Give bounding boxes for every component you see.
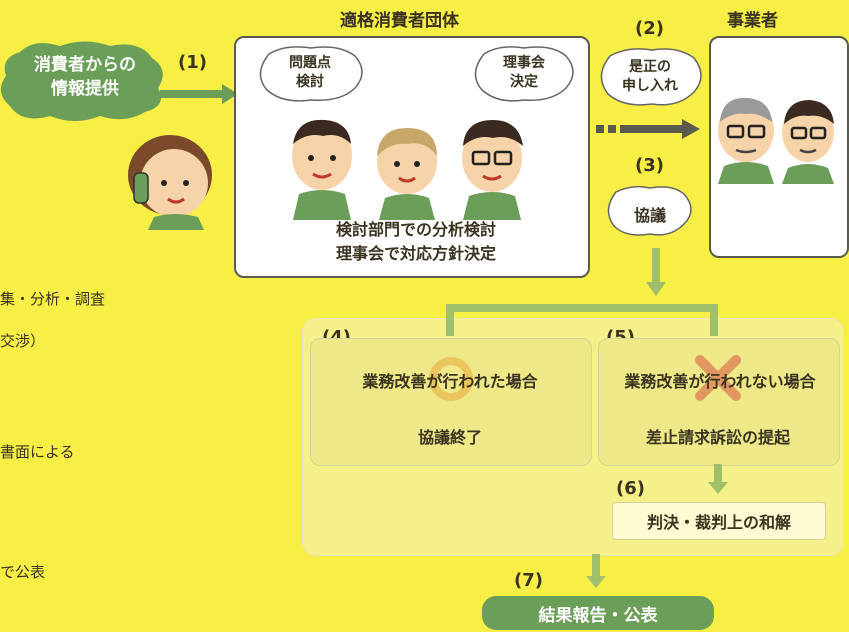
case-not-improved-panel (598, 338, 840, 466)
case-not-improved-result: 差止請求訴訟の提起 (645, 428, 790, 447)
judgment-box: 判決・裁判上の和解 (612, 502, 826, 540)
arrow-5-down (708, 464, 728, 494)
info-bubble: 消費者からの 情報提供 (10, 53, 160, 101)
branch-connector (446, 304, 718, 336)
consult-bubble: 協議 (633, 206, 666, 225)
business-title: 事業者 (727, 11, 778, 31)
left-text-3: 書面による (0, 443, 75, 461)
cross-mark-icon (695, 355, 741, 401)
step-7-label: (7) (514, 570, 543, 591)
info-bubble-line1: 消費者からの (34, 55, 136, 75)
info-cloud-shape (0, 41, 163, 121)
organization-caption-line2: 理事会で対応方針決定 (335, 244, 496, 263)
step-6-label: (6) (616, 478, 645, 499)
step-2-label: (2) (635, 18, 664, 39)
demand-bubble-shape (600, 48, 702, 106)
consult-bubble-shape (607, 185, 692, 236)
step-1-label: (1) (178, 52, 207, 73)
organization-caption-line1: 検討部門での分析検討 (335, 220, 496, 239)
demand-bubble-line2: 申し入れ (622, 78, 678, 94)
step-3-label: (3) (635, 155, 664, 176)
demand-bubble: 是正の 申し入れ (600, 58, 700, 96)
org-members-icon (292, 119, 523, 220)
case-not-improved-title: 業務改善が行われない場合 (624, 372, 816, 391)
board-bubble: 理事会 決定 (476, 54, 572, 92)
review-bubble-shape (259, 46, 363, 102)
consumer-person-icon (128, 135, 212, 230)
business-people-icon (718, 97, 834, 184)
review-bubble: 問題点 検討 (262, 54, 358, 92)
arrow-7-down (586, 554, 606, 588)
circle-mark-icon (429, 357, 473, 401)
board-bubble-shape (474, 46, 574, 102)
demand-bubble-line1: 是正の (629, 59, 671, 75)
result-report-pill: 結果報告・公表 (482, 596, 714, 630)
board-bubble-line2: 決定 (510, 74, 538, 90)
review-bubble-line2: 検討 (296, 74, 324, 90)
left-text-4: で公表 (0, 563, 46, 581)
arrow-3-down (646, 248, 666, 296)
organization-caption: 検討部門での分析検討 理事会で対応方針決定 (296, 218, 536, 266)
organization-title: 適格消費者団体 (340, 11, 459, 31)
review-bubble-line1: 問題点 (289, 55, 331, 71)
case-improved-title: 業務改善が行われた場合 (362, 372, 538, 391)
board-bubble-line1: 理事会 (503, 55, 545, 71)
case-improved-result: 協議終了 (417, 428, 482, 447)
info-bubble-line2: 情報提供 (51, 79, 119, 99)
left-text-1: 集・分析・調査 (0, 290, 106, 308)
arrow-2 (596, 119, 700, 139)
arrow-1 (160, 84, 238, 104)
left-text-2: 交渉） (0, 332, 46, 350)
